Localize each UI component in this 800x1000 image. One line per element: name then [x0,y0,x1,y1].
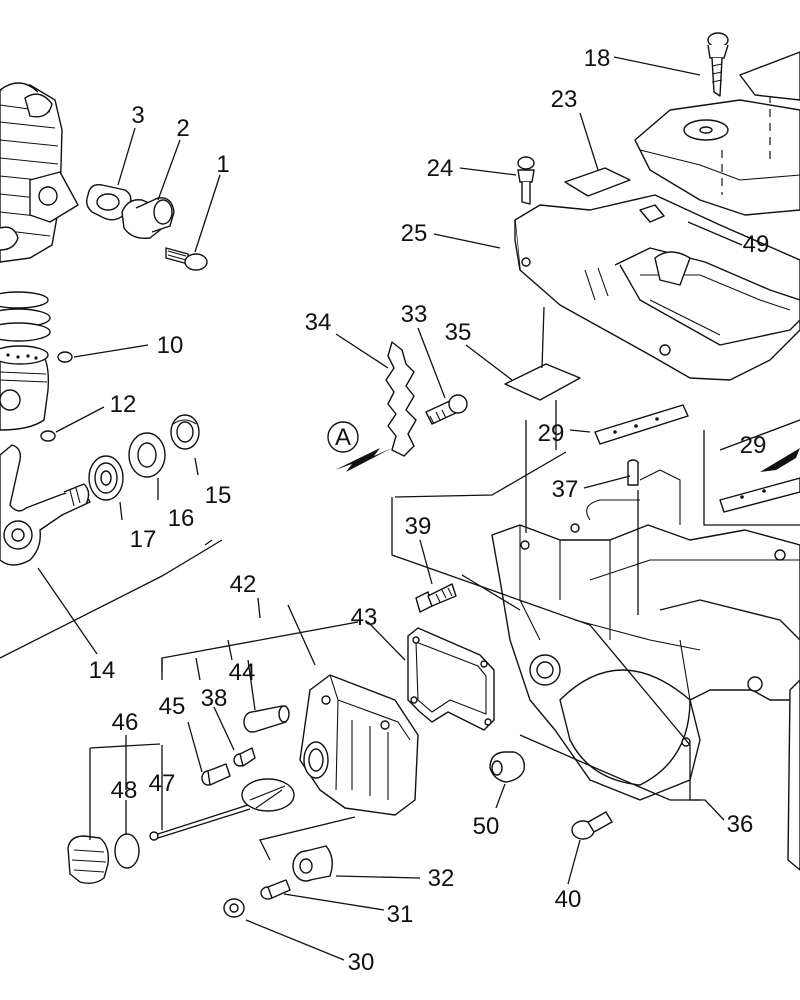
callout-29-left: 29 [538,420,565,447]
crankcase-part [491,469,800,871]
callout-16: 16 [168,505,195,532]
callout-15: 15 [205,482,232,509]
callout-29-right: 29 [740,432,767,459]
callout-17: 17 [130,526,157,553]
callout-32: 32 [428,865,455,892]
leader-lines [0,56,800,961]
bolt-part [415,583,457,613]
washer-part [223,898,245,918]
strip-part [594,404,689,445]
cylinder-part [0,82,79,263]
callout-39: 39 [405,513,432,540]
callout-14: 14 [89,657,116,684]
chain-catcher-part [385,341,417,457]
valve-part [201,763,231,786]
callout-31: 31 [387,901,414,928]
callout-12: 12 [110,391,137,418]
bolt-part [571,811,613,840]
callout-25: 25 [401,220,428,247]
screw-part [425,394,468,425]
callout-23: 23 [551,86,578,113]
oil-cap-part [67,835,110,885]
screw-part [165,247,208,271]
callout-33: 33 [401,301,428,328]
callout-30: 30 [348,949,375,976]
callout-43: 43 [351,604,378,631]
air-filter-cover-part [634,51,800,216]
callout-45: 45 [159,693,186,720]
view-a-marker: A [327,421,392,472]
callout-24: 24 [427,155,454,182]
grommet-part [639,204,665,223]
crankshaft-part [0,444,91,566]
oil-tank-part [299,674,419,816]
bushing-part [292,845,333,882]
callout-35: 35 [445,319,472,346]
seal-part [170,414,200,450]
gasket-part [407,627,495,731]
screw-part [260,879,291,900]
o-ring-part [114,833,140,869]
callout-44: 44 [229,659,256,686]
piston-part [0,345,50,431]
callout-2: 2 [176,115,189,142]
circlip-part [40,430,56,442]
callout-18: 18 [584,45,611,72]
callout-49: 49 [743,231,770,258]
intake-manifold-part [121,197,175,239]
strip-part [719,448,800,513]
callout-42: 42 [230,571,257,598]
bearing-part [88,455,124,501]
callout-34: 34 [305,309,332,336]
valve-part [233,747,256,767]
callout-40: 40 [555,886,582,913]
callout-1: 1 [216,151,229,178]
callout-38: 38 [201,685,228,712]
piston-rings-part [0,291,51,342]
callout-47: 47 [149,770,176,797]
callout-50: 50 [473,813,500,840]
callout-48: 48 [111,777,138,804]
oil-pickup-part [149,778,295,841]
view-marker-label: A [335,424,351,451]
callout-37: 37 [552,476,579,503]
callout-3: 3 [131,102,144,129]
seal-part [128,432,166,478]
callout-labels: 3 2 1 10 12 15 16 17 14 18 23 24 25 49 3… [89,45,770,976]
label-plate-part [564,167,631,197]
top-cover-part [514,194,800,381]
label-plate-part [504,363,581,401]
fitting-part [243,705,290,733]
grommet-part [489,751,525,783]
callout-46: 46 [112,709,139,736]
pin-part [627,459,639,486]
circlip-part [57,351,73,363]
callout-36: 36 [727,811,754,838]
screw-part [707,32,729,97]
screw-part [517,156,535,205]
callout-10: 10 [157,332,184,359]
